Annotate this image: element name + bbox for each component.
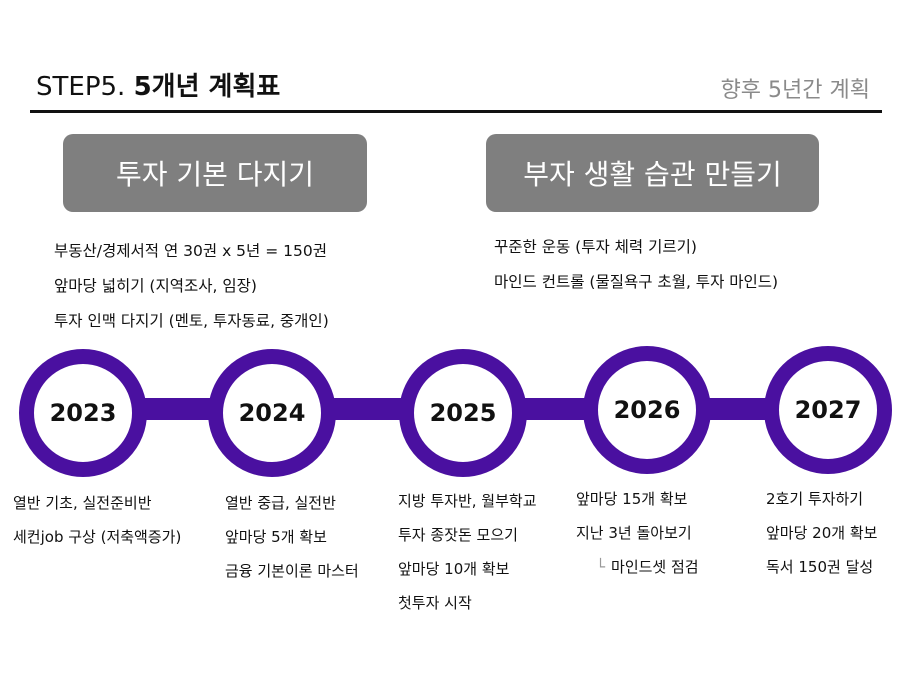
step-label: STEP5.: [36, 72, 126, 102]
list-item: 앞마당 넓히기 (지역조사, 임장): [54, 277, 257, 295]
list-item: 앞마당 15개 확보: [576, 490, 688, 508]
list-item: 독서 150권 달성: [766, 558, 874, 576]
list-item: 세컨job 구상 (저축액증가): [13, 528, 182, 546]
year-2026-goals: 앞마당 15개 확보 지난 3년 돌아보기 └마인드셋 점검: [576, 482, 699, 584]
year-circle-2027: 2027: [764, 346, 892, 474]
plan-title: 5개년 계획표: [133, 72, 281, 102]
year-circle-2025: 2025: [399, 349, 527, 477]
pillar-investment-basics-list: 부동산/경제서적 연 30권 x 5년 = 150권 앞마당 넓히기 (지역조사…: [54, 234, 329, 339]
year-2023-goals: 열반 기초, 실전준비반 세컨job 구상 (저축액증가): [13, 486, 181, 554]
list-item: 마인드 컨트롤 (물질욕구 초월, 투자 마인드): [494, 273, 779, 291]
list-subitem: └마인드셋 점검: [596, 558, 699, 576]
page-subtitle: 향후 5년간 계획: [720, 78, 870, 103]
list-item: 투자 인맥 다지기 (멘토, 투자동료, 중개인): [54, 312, 329, 330]
pillar-rich-habits-list: 꾸준한 운동 (투자 체력 기르기) 마인드 컨트롤 (물질욕구 초월, 투자 …: [494, 230, 778, 300]
year-circle-2023: 2023: [19, 349, 147, 477]
list-item: 첫투자 시작: [398, 594, 472, 612]
corner-arrow-icon: └: [596, 558, 606, 576]
header-divider: [30, 110, 882, 113]
pillar-rich-habits: 부자 생활 습관 만들기: [486, 134, 819, 212]
year-circle-2024: 2024: [208, 349, 336, 477]
list-item: 2호기 투자하기: [766, 490, 864, 508]
pillar-investment-basics: 투자 기본 다지기: [63, 134, 367, 212]
list-item: 앞마당 5개 확보: [225, 528, 327, 546]
list-item: 열반 중급, 실전반: [225, 494, 336, 512]
list-item: 앞마당 20개 확보: [766, 524, 878, 542]
list-item: 꾸준한 운동 (투자 체력 기르기): [494, 238, 697, 256]
year-circle-2026: 2026: [583, 346, 711, 474]
list-item: 금융 기본이론 마스터: [225, 562, 359, 580]
year-2027-goals: 2호기 투자하기 앞마당 20개 확보 독서 150권 달성: [766, 482, 877, 584]
list-item: 열반 기초, 실전준비반: [13, 494, 152, 512]
page-title: STEP5. 5개년 계획표: [36, 66, 280, 103]
list-item: 지방 투자반, 월부학교: [398, 492, 537, 510]
list-item: 앞마당 10개 확보: [398, 560, 510, 578]
year-2025-goals: 지방 투자반, 월부학교 투자 종잣돈 모으기 앞마당 10개 확보 첫투자 시…: [398, 484, 537, 620]
list-item: 투자 종잣돈 모으기: [398, 526, 518, 544]
list-item: 지난 3년 돌아보기: [576, 524, 692, 542]
list-item: 부동산/경제서적 연 30권 x 5년 = 150권: [54, 242, 327, 260]
year-2024-goals: 열반 중급, 실전반 앞마당 5개 확보 금융 기본이론 마스터: [225, 486, 359, 588]
